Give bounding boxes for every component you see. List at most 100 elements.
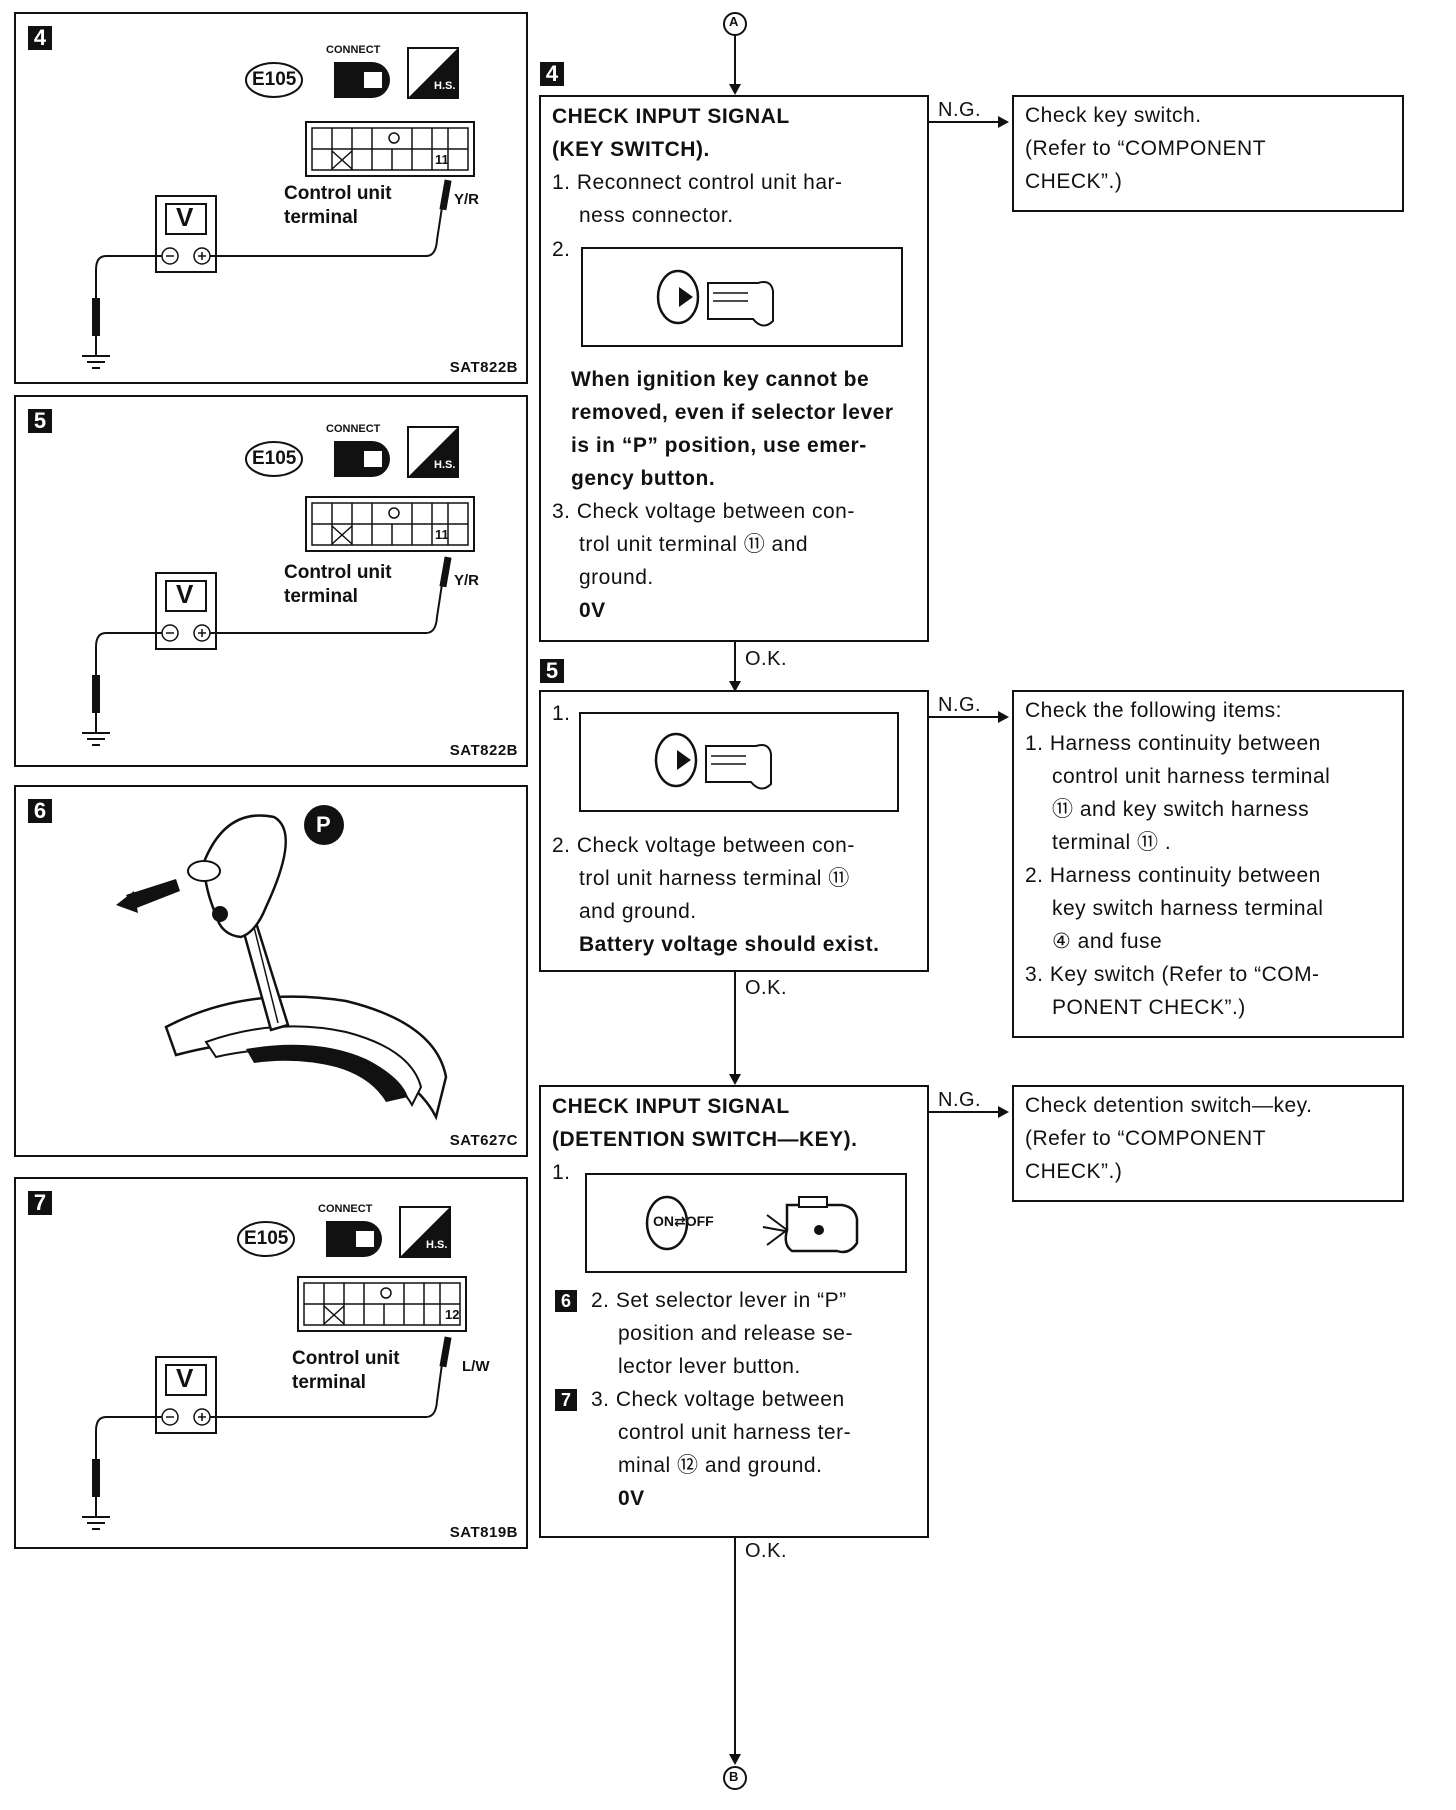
warning-text: is in “P” position, use emer- (571, 434, 867, 457)
step-text: minal ⑫ and ground. (618, 1454, 823, 1477)
step-text: lector lever button. (618, 1355, 801, 1378)
ng-text: 1. Harness continuity between (1025, 732, 1321, 755)
ng-text: terminal ⑪ . (1052, 831, 1172, 854)
ng-text: control unit harness terminal (1052, 765, 1331, 788)
connector-id: E105 (244, 1228, 289, 1249)
step-text: 1. Reconnect control unit har- (552, 171, 843, 194)
ng-label: N.G. (938, 99, 982, 121)
terminal-number: 11 (435, 152, 449, 167)
connect-label: CONNECT (326, 44, 381, 56)
ng-text: 3. Key switch (Refer to “COM- (1025, 963, 1320, 986)
ng-text: CHECK”.) (1025, 170, 1123, 193)
warning-text: When ignition key cannot be (571, 368, 870, 391)
warning-text: gency button. (571, 467, 716, 490)
park-position-label: P (316, 812, 331, 837)
step-text: 2. (552, 238, 571, 261)
ng-text: (Refer to “COMPONENT (1025, 1127, 1267, 1150)
ng-text: ④ and fuse (1052, 930, 1163, 953)
figure-ref: SAT822B (449, 359, 518, 376)
ng-text: PONENT CHECK”.) (1052, 996, 1246, 1019)
hs-label: H.S. (434, 459, 456, 471)
ok-label: O.K. (745, 648, 788, 670)
step-text: 3. Check voltage between con- (552, 500, 855, 523)
panel-ref-marker: 6 (555, 1290, 577, 1312)
warning-text: removed, even if selector lever (571, 401, 894, 424)
ng-text: CHECK”.) (1025, 1160, 1123, 1183)
wire-color: Y/R (454, 572, 480, 589)
step-title: (KEY SWITCH). (552, 138, 710, 161)
control-unit-terminal-label: Control unit terminal (284, 183, 392, 228)
terminal-number: 12 (445, 1307, 460, 1322)
connect-label: CONNECT (326, 423, 381, 435)
ng-label: N.G. (938, 694, 982, 716)
hs-label: H.S. (434, 80, 456, 92)
step-number: 5 (540, 659, 564, 683)
ng-text: 2. Harness continuity between (1025, 864, 1321, 887)
panel-number: 6 (28, 799, 52, 823)
hs-label: H.S. (426, 1239, 448, 1251)
connector-id: E105 (252, 69, 297, 90)
expected-value: Battery voltage should exist. (579, 933, 880, 956)
step-title: CHECK INPUT SIGNAL (552, 105, 790, 128)
connector-b-label: B (729, 1769, 739, 1784)
ng-text: (Refer to “COMPONENT (1025, 137, 1267, 160)
ignition-engine-illustration: ON⇄OFF (585, 1173, 907, 1273)
panel-number: 7 (28, 1191, 52, 1215)
ng-text: Check the following items: (1025, 699, 1282, 722)
voltmeter-wiring-diagram (82, 1206, 467, 1530)
voltmeter-wiring-diagram (82, 47, 475, 369)
panel-ref-marker: 7 (555, 1389, 577, 1411)
step-text: 1. (552, 702, 571, 725)
panel-number: 5 (28, 409, 52, 433)
ng-text: ⑪ and key switch harness (1052, 798, 1310, 821)
figure-ref: SAT822B (449, 742, 518, 759)
ng-box-harness-checks: Check the following items: 1. Harness co… (1012, 690, 1404, 1038)
terminal-number: 11 (435, 527, 449, 542)
illustration-panel-6: 6 P SAT627C (14, 785, 528, 1157)
wire-color: L/W (462, 1358, 490, 1375)
voltmeter-label: V (176, 202, 194, 232)
illustration-panel-7: 7 E105 CONNECT H.S. 1 (14, 1177, 528, 1549)
step-title: (DETENTION SWITCH—KEY). (552, 1128, 858, 1151)
voltmeter-wiring-diagram (82, 426, 475, 746)
figure-ref: SAT627C (449, 1132, 518, 1149)
on-off-label: ON⇄OFF (653, 1213, 714, 1229)
key-removal-illustration (581, 247, 903, 347)
selector-lever-drawing (116, 805, 448, 1121)
ng-box-detention-switch: Check detention switch—key. (Refer to “C… (1012, 1085, 1404, 1202)
step-text: ground. (579, 566, 654, 589)
step-text: trol unit terminal ⑪ and (579, 533, 809, 556)
control-unit-terminal-label: Control unit terminal (284, 562, 392, 607)
expected-value: 0V (579, 599, 606, 622)
ng-box-key-switch: Check key switch. (Refer to “COMPONENT C… (1012, 95, 1404, 212)
connect-label: CONNECT (318, 1203, 373, 1215)
step-text: ness connector. (579, 204, 734, 227)
step-text: position and release se- (618, 1322, 853, 1345)
ng-text: key switch harness terminal (1052, 897, 1324, 920)
step-text: 2. Set selector lever in “P” (591, 1289, 847, 1312)
illustration-panel-4: 4 (14, 12, 528, 384)
step-text: control unit harness ter- (618, 1421, 852, 1444)
step-text: 3. Check voltage between (591, 1388, 845, 1411)
ng-text: Check key switch. (1025, 104, 1202, 127)
panel-number: 4 (28, 26, 52, 50)
ng-text: Check detention switch—key. (1025, 1094, 1313, 1117)
ng-label: N.G. (938, 1089, 982, 1111)
expected-value: 0V (618, 1487, 645, 1510)
illustration-panel-5: 5 E105 CONNECT H.S. 1 (14, 395, 528, 767)
step-5-box: 1. 2. Check voltage between con- trol un… (539, 690, 929, 972)
connector-a-label: A (729, 14, 739, 29)
step-number: 4 (540, 62, 564, 86)
step-title: CHECK INPUT SIGNAL (552, 1095, 790, 1118)
voltmeter-label: V (176, 579, 194, 609)
figure-ref: SAT819B (449, 1524, 518, 1541)
connector-id: E105 (252, 448, 297, 469)
ok-label: O.K. (745, 977, 788, 999)
step-text: trol unit harness terminal ⑪ (579, 867, 850, 890)
voltmeter-label: V (176, 1363, 194, 1393)
ok-label: O.K. (745, 1540, 788, 1562)
wire-color: Y/R (454, 191, 480, 208)
step-4-box: CHECK INPUT SIGNAL (KEY SWITCH). 1. Reco… (539, 95, 929, 642)
key-removal-illustration (579, 712, 899, 812)
control-unit-terminal-label: Control unit terminal (292, 1348, 400, 1393)
